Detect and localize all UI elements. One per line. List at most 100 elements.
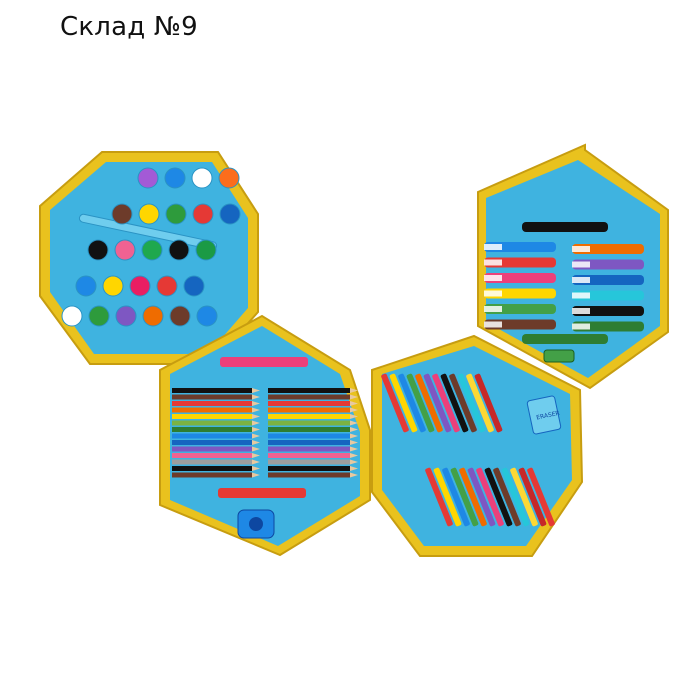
pencil-tray bbox=[170, 326, 360, 546]
crayon bbox=[449, 373, 477, 433]
crayon bbox=[432, 373, 460, 433]
eraser-label: ERASER bbox=[536, 410, 561, 422]
pencil bbox=[172, 401, 252, 406]
paint-cake bbox=[115, 305, 137, 327]
paint-cake bbox=[168, 239, 190, 261]
pencil-tip bbox=[252, 394, 260, 400]
bottom-pencil bbox=[218, 488, 306, 498]
crayon bbox=[398, 373, 426, 433]
pencil-tip bbox=[350, 453, 358, 458]
crayon bbox=[501, 467, 530, 527]
crayon bbox=[425, 467, 453, 527]
pencil-tip bbox=[252, 414, 260, 419]
pencil-column-right bbox=[268, 388, 358, 478]
pencil-tip bbox=[350, 420, 358, 426]
crayon bbox=[510, 467, 538, 527]
marker-cap-band bbox=[484, 306, 502, 312]
marker-column-right bbox=[572, 244, 644, 332]
pencil bbox=[268, 401, 350, 406]
crayon bbox=[459, 467, 487, 527]
pencil-tip bbox=[252, 459, 260, 465]
pencil-tip bbox=[252, 433, 260, 439]
marker-case bbox=[477, 143, 669, 390]
paint-cake bbox=[165, 203, 187, 225]
pencil bbox=[172, 446, 252, 452]
pencil bbox=[268, 466, 350, 471]
paint-cake bbox=[87, 239, 109, 261]
crayon bbox=[518, 467, 547, 527]
pencil-tip bbox=[350, 446, 358, 452]
pencil bbox=[172, 414, 252, 419]
pencil-tip bbox=[350, 459, 358, 465]
marker-column-left bbox=[484, 242, 556, 330]
paint-cake bbox=[61, 305, 83, 327]
pencil-tip bbox=[252, 427, 260, 432]
marker-cap-band bbox=[484, 290, 502, 297]
crayon bbox=[527, 467, 555, 527]
paint-cake bbox=[169, 305, 191, 327]
crayon bbox=[381, 373, 409, 433]
crayon bbox=[423, 373, 452, 433]
paint-cake bbox=[218, 167, 240, 189]
pencil bbox=[268, 440, 350, 445]
pencil-tip bbox=[252, 388, 260, 393]
crayon bbox=[440, 373, 469, 433]
pencil-column-left bbox=[172, 388, 260, 478]
pencil bbox=[268, 459, 350, 465]
paint-cake bbox=[102, 275, 124, 297]
pencil-case bbox=[159, 314, 371, 557]
pencil bbox=[172, 394, 252, 400]
paint-case bbox=[39, 151, 259, 365]
pencil bbox=[268, 453, 350, 458]
pencil bbox=[172, 472, 252, 478]
top-pencil bbox=[220, 357, 308, 367]
pencil bbox=[268, 433, 350, 439]
pencil bbox=[268, 420, 350, 426]
paint-cake bbox=[164, 167, 186, 189]
pencil bbox=[172, 433, 252, 439]
pencil bbox=[268, 407, 350, 413]
pencil bbox=[172, 427, 252, 432]
paint-cake bbox=[191, 167, 213, 189]
paint-cake bbox=[88, 305, 110, 327]
pencil-tip bbox=[350, 466, 358, 471]
crayon bbox=[433, 467, 462, 527]
crayon bbox=[466, 373, 494, 433]
crayon bbox=[406, 373, 435, 433]
pencil-tip bbox=[350, 433, 358, 439]
pencil-tip bbox=[350, 427, 358, 432]
store-title: Склад №9 bbox=[60, 12, 198, 42]
crayon bbox=[476, 467, 504, 527]
paint-cake bbox=[138, 203, 160, 225]
paper-clips bbox=[543, 349, 575, 363]
pencil-tip bbox=[252, 440, 260, 445]
pencil bbox=[172, 459, 252, 465]
crayon bbox=[484, 467, 513, 527]
pencil bbox=[172, 440, 252, 445]
eraser bbox=[526, 395, 562, 435]
marker-cap-band bbox=[484, 259, 502, 266]
paint-cake bbox=[156, 275, 178, 297]
marker-top bbox=[522, 222, 608, 232]
crayon-group-bottom bbox=[425, 467, 555, 527]
pencil bbox=[268, 394, 350, 400]
pencil-tip bbox=[350, 472, 358, 478]
pencil bbox=[172, 466, 252, 471]
paint-cake bbox=[195, 239, 217, 261]
pencil bbox=[172, 420, 252, 426]
crayon bbox=[493, 467, 521, 527]
pencil-tip bbox=[350, 407, 358, 413]
pencil-tip bbox=[252, 420, 260, 426]
pencil bbox=[268, 472, 350, 478]
sharpener-hole bbox=[249, 517, 263, 531]
crayon bbox=[442, 467, 470, 527]
crayon bbox=[450, 467, 479, 527]
paint-cake bbox=[111, 203, 133, 225]
paint-cake bbox=[192, 203, 214, 225]
pencil-tip bbox=[350, 394, 358, 400]
pencil-tip bbox=[350, 414, 358, 419]
paint-cake bbox=[196, 305, 218, 327]
pencil-tip bbox=[350, 440, 358, 445]
marker-cap-band bbox=[484, 321, 502, 328]
paint-cake bbox=[183, 275, 205, 297]
